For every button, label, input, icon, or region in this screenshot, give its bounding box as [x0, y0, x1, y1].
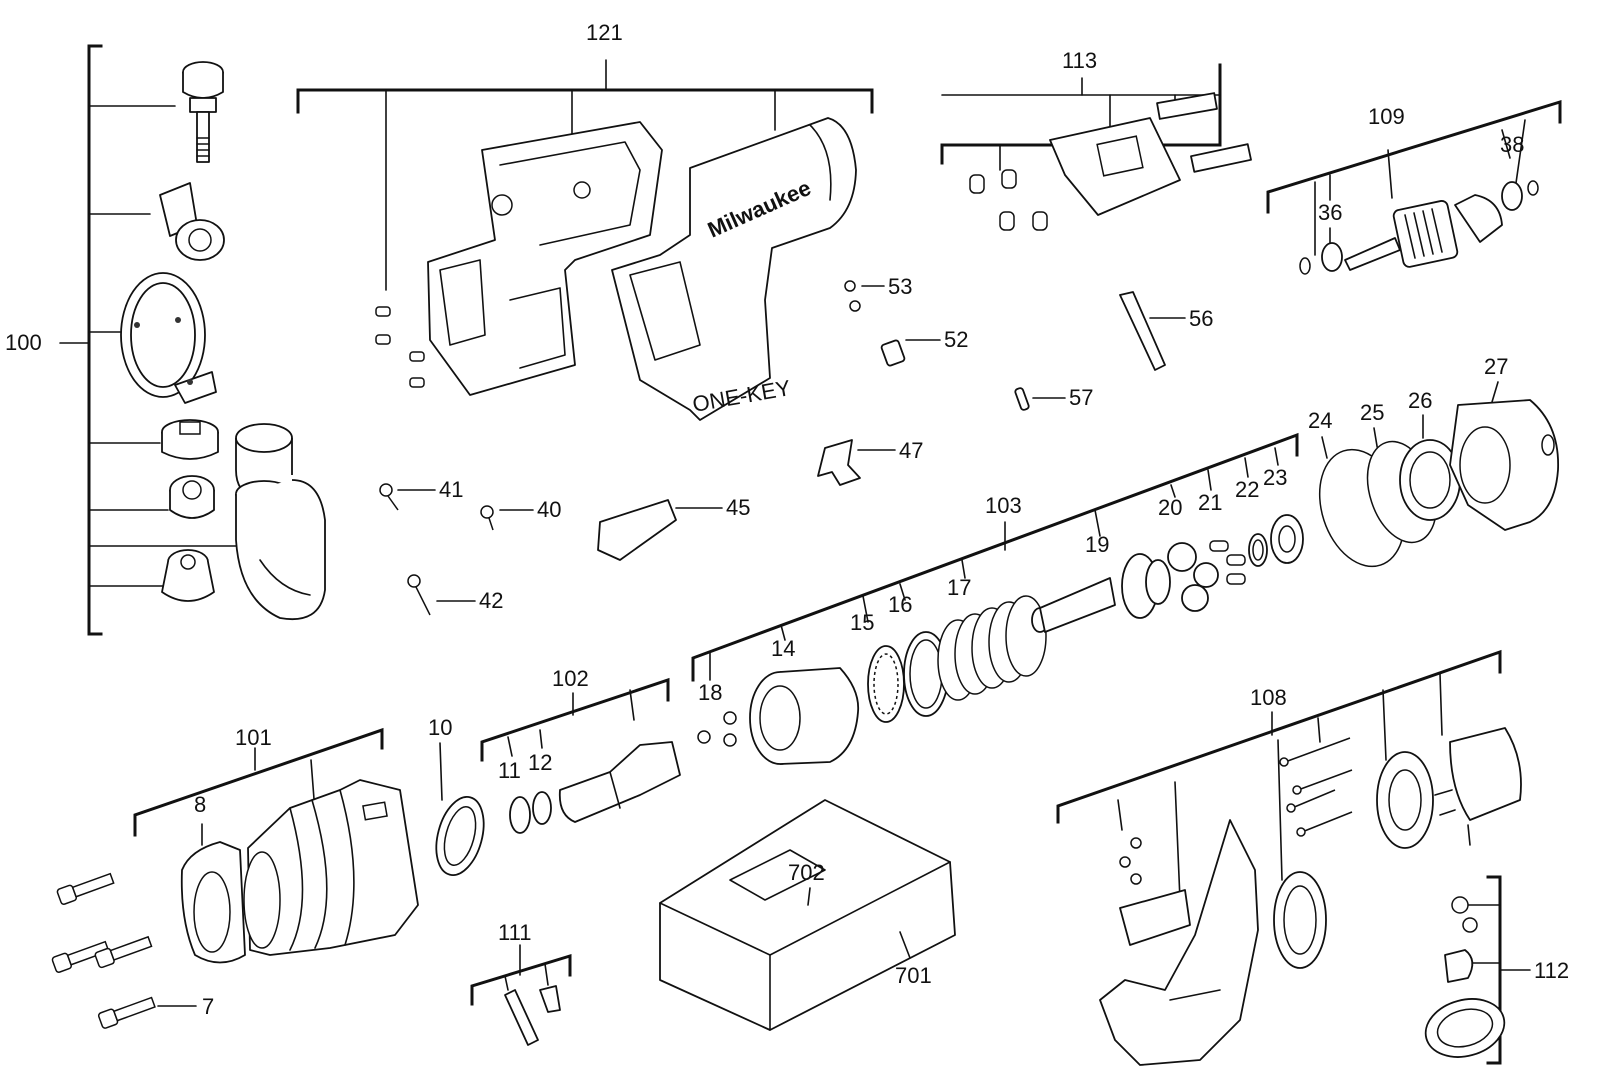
part-53: 53: [844, 274, 912, 312]
part-45: 45: [597, 495, 750, 561]
label-57: 57: [1069, 385, 1093, 410]
label-25: 25: [1360, 400, 1384, 425]
label-14: 14: [771, 636, 795, 661]
part-pcb-frame: [1099, 819, 1259, 1066]
label-11: 11: [498, 758, 521, 783]
label-42: 42: [479, 588, 503, 613]
label-108: 108: [1250, 685, 1287, 710]
part-42: 42: [407, 574, 503, 616]
part-stator: [1434, 727, 1522, 846]
bracket-103: [691, 432, 1299, 682]
bracket-101: [133, 727, 384, 837]
part-anvil: [558, 741, 681, 823]
part-40: 40: [480, 497, 561, 531]
label-702: 702: [788, 860, 825, 885]
label-17: 17: [947, 575, 971, 600]
label-56: 56: [1189, 306, 1213, 331]
part-armature: [1344, 194, 1503, 271]
label-27: 27: [1484, 354, 1508, 379]
part-14-cylinder: [749, 667, 860, 765]
bracket-108: [1056, 649, 1502, 824]
part-41: 41: [379, 477, 463, 511]
part-56: 56: [1119, 291, 1213, 371]
part-latch-gear: [159, 182, 225, 261]
part-cap-gear: [169, 475, 215, 519]
label-19: 19: [1085, 532, 1109, 557]
label-12: 12: [528, 750, 552, 775]
part-57: 57: [1014, 385, 1093, 411]
label-111: 111: [498, 920, 531, 945]
label-8: 8: [194, 792, 206, 817]
label-16: 16: [888, 592, 912, 617]
label-7: 7: [202, 994, 214, 1019]
part-gasket: [1273, 871, 1327, 969]
label-36: 36: [1318, 200, 1342, 225]
label-15: 15: [850, 610, 874, 635]
group-108: 108: [1056, 649, 1522, 1066]
group-113: 113: [940, 48, 1252, 231]
part-19-spindle: [1031, 553, 1171, 633]
part-case: 702 701: [659, 799, 956, 1031]
part-7-bolts: 7: [51, 872, 214, 1029]
group-111: 111: [470, 920, 572, 1046]
part-10-washer: 10: [428, 715, 485, 876]
label-103: 103: [985, 493, 1022, 518]
part-pins-121: [375, 306, 425, 388]
label-18: 18: [698, 680, 722, 705]
label-53: 53: [888, 274, 912, 299]
part-screws-108: [1279, 737, 1353, 837]
part-housing-right: Milwaukee ONE-KEY: [611, 117, 857, 421]
bracket-100: [87, 44, 103, 636]
part-band-clamp: [120, 272, 217, 404]
bracket-102: [480, 677, 670, 762]
label-21: 21: [1198, 490, 1222, 515]
label-121: 121: [586, 20, 623, 45]
group-103: 103 18 14 15 16 17 19 20 21 22 23: [691, 432, 1304, 765]
part-52: 52: [880, 327, 968, 367]
label-52: 52: [944, 327, 968, 352]
part-side-handle: [235, 423, 326, 620]
label-23: 23: [1263, 465, 1287, 490]
bracket-109: [1266, 99, 1562, 214]
label-22: 22: [1235, 477, 1259, 502]
part-baffle: [1376, 751, 1434, 849]
part-switch-plate: [1049, 117, 1181, 216]
group-112: 112: [1424, 875, 1569, 1065]
label-109: 109: [1368, 104, 1405, 129]
group-102: 102 11 12: [480, 666, 681, 834]
label-20: 20: [1158, 495, 1182, 520]
group-121: 121 Milwaukee ONE-KEY: [296, 20, 874, 421]
part-housing-left: [427, 121, 663, 396]
label-701: 701: [895, 963, 932, 988]
part-17-spring: [937, 595, 1047, 701]
label-26: 26: [1408, 388, 1432, 413]
label-40: 40: [537, 497, 561, 522]
group-100: 100: [5, 44, 326, 636]
label-102: 102: [552, 666, 589, 691]
label-10: 10: [428, 715, 452, 740]
part-knob-bolt: [182, 61, 224, 163]
label-45: 45: [726, 495, 750, 520]
label-112: 112: [1534, 958, 1569, 983]
label-101: 101: [235, 725, 272, 750]
group-101: 101 8: [133, 725, 419, 964]
part-26-gear-ring: 26: [1399, 388, 1461, 521]
part-101-nose: [243, 779, 419, 956]
group-109: 109 36 38: [1266, 99, 1562, 275]
part-27-gearbox: 27: [1449, 354, 1559, 531]
part-cap-a: [161, 419, 219, 460]
label-100: 100: [5, 330, 42, 355]
bracket-121: [296, 88, 874, 114]
label-47: 47: [899, 438, 923, 463]
label-41: 41: [439, 477, 463, 502]
part-47: 47: [817, 438, 923, 486]
label-113: 113: [1062, 48, 1097, 73]
part-8-cap: [180, 841, 246, 964]
part-cap-knob: [161, 549, 215, 602]
label-24: 24: [1308, 408, 1332, 433]
bracket-111: [470, 953, 572, 1006]
